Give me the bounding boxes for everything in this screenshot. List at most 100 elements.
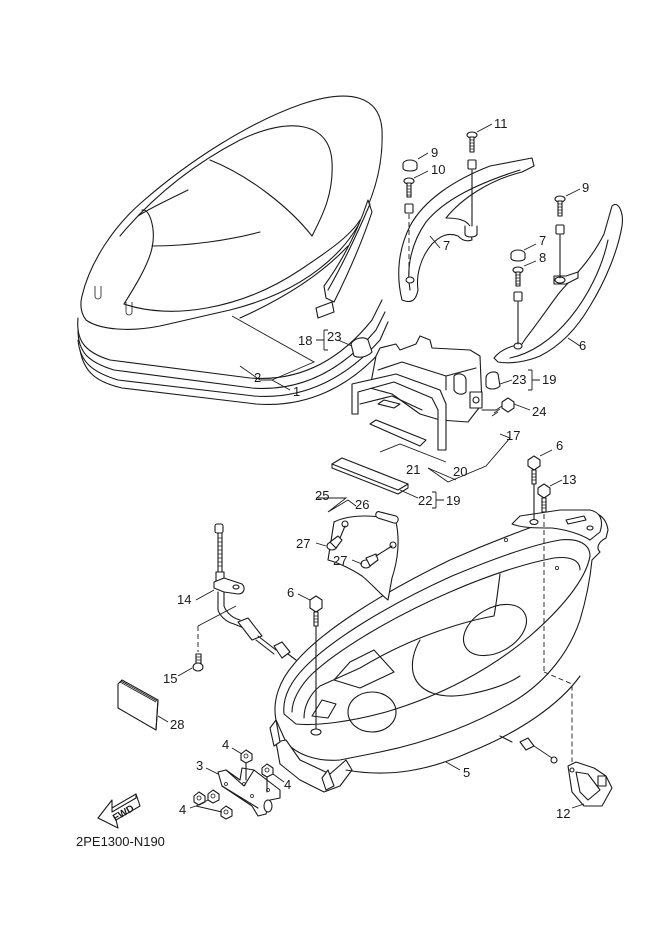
callout-21: 21 (406, 462, 420, 477)
bolt-16[interactable] (537, 483, 573, 762)
callout-2: 2 (254, 370, 261, 385)
leader-6-left (297, 593, 311, 601)
grab-bar-left[interactable] (398, 157, 535, 303)
damper-23-left[interactable] (350, 337, 373, 358)
leader-9 (523, 260, 537, 267)
callout-23-left: 23 (327, 329, 341, 344)
damper-23-right[interactable] (485, 371, 501, 390)
callout-19-bottom: 19 (446, 493, 460, 508)
bolt-10[interactable] (554, 195, 566, 279)
leader-27-upper (315, 542, 327, 547)
damper-22[interactable] (331, 457, 409, 495)
callout-3: 3 (196, 758, 203, 773)
callout-19-top: 17 (506, 428, 520, 443)
screw-18[interactable] (192, 653, 204, 672)
bolt-6-right[interactable] (527, 455, 541, 526)
damper-21[interactable] (369, 419, 427, 447)
bracket-19-23-left (316, 329, 328, 351)
cap-12[interactable] (402, 159, 418, 172)
leader-15 (571, 803, 585, 809)
bolt-14[interactable] (466, 131, 478, 227)
callout-20: 20 (453, 464, 467, 479)
leader-22 (399, 489, 419, 499)
leader-8 (523, 243, 537, 251)
callout-19-left: 18 (298, 333, 312, 348)
leader-24 (513, 403, 531, 411)
nut-4-top[interactable] (240, 749, 253, 764)
leader-16 (549, 479, 563, 487)
callout-9: 8 (539, 250, 546, 265)
bracket-23-19-right (528, 369, 540, 391)
cap-8[interactable] (510, 249, 526, 262)
callout-14: 11 (494, 116, 508, 131)
drawing-code: 2PE1300-N190 (76, 834, 165, 849)
leader-25-26 (316, 497, 357, 513)
callout-10: 9 (582, 180, 589, 195)
callout-6-left: 6 (287, 585, 294, 600)
seat[interactable] (77, 95, 389, 406)
callout-22: 22 (418, 493, 432, 508)
callout-27-upper: 27 (296, 536, 310, 551)
callout-26: 26 (355, 497, 369, 512)
callout-18: 15 (163, 671, 177, 686)
bolt-9[interactable] (512, 266, 524, 345)
callout-8: 7 (539, 233, 546, 248)
screw-27-lower[interactable] (360, 545, 393, 569)
leader-11 (429, 235, 441, 249)
seat-lock-cable[interactable] (213, 523, 297, 661)
leader-4-left (189, 799, 223, 813)
callout-17: 14 (177, 592, 191, 607)
nuts-4-left[interactable] (193, 789, 233, 820)
leader-28 (157, 715, 169, 723)
leader-20 (427, 467, 457, 481)
leader-6-right (539, 449, 553, 457)
callout-1-2-leaders (231, 315, 316, 391)
callout-19-right: 19 (542, 372, 556, 387)
bracket-22-19 (432, 491, 444, 509)
callout-6-right: 6 (556, 438, 563, 453)
bolt-24[interactable] (481, 397, 515, 417)
callout-13: 10 (431, 162, 445, 177)
fwd-direction-arrow: FWD (97, 793, 141, 829)
cable-guide-line (197, 605, 237, 627)
leader-7 (567, 337, 581, 347)
nut-4-right[interactable] (261, 763, 274, 778)
callout-27-lower: 27 (333, 553, 347, 568)
leader-4-top (231, 747, 243, 755)
leader-23-left (337, 339, 353, 347)
luggage-box[interactable] (269, 509, 609, 793)
callout-28: 28 (170, 717, 184, 732)
leader-5 (445, 761, 461, 771)
callout-4-left: 4 (179, 802, 186, 817)
callout-11: 7 (443, 238, 450, 253)
bolt-6-left[interactable] (309, 595, 323, 736)
battery-case[interactable] (351, 335, 483, 451)
leader-23-right (499, 379, 513, 385)
leader-18 (177, 667, 193, 677)
leader-12 (417, 152, 429, 160)
leader-27-lower (351, 559, 363, 565)
callout-25: 25 (315, 488, 329, 503)
damper-26[interactable] (375, 511, 399, 524)
callout-7: 6 (579, 338, 586, 353)
owners-manual[interactable] (117, 679, 159, 731)
leader-13 (413, 170, 429, 179)
leader-19-20 (427, 433, 511, 483)
callout-4-top: 4 (222, 737, 229, 752)
grab-bar-right[interactable] (493, 204, 623, 364)
callout-4-right: 4 (284, 777, 291, 792)
leader-10 (565, 188, 581, 197)
callout-23-right: 23 (512, 372, 526, 387)
leader-21 (379, 443, 447, 463)
callout-1: 1 (293, 384, 300, 399)
bolt-13[interactable] (403, 177, 415, 275)
seat-hinge[interactable] (217, 759, 281, 817)
callout-16: 13 (562, 472, 576, 487)
callout-12: 9 (431, 145, 438, 160)
seat-lock[interactable] (499, 735, 613, 807)
leader-14 (476, 123, 493, 133)
screw-27-upper[interactable] (326, 525, 346, 551)
callout-24: 24 (532, 404, 546, 419)
callout-5: 5 (463, 765, 470, 780)
